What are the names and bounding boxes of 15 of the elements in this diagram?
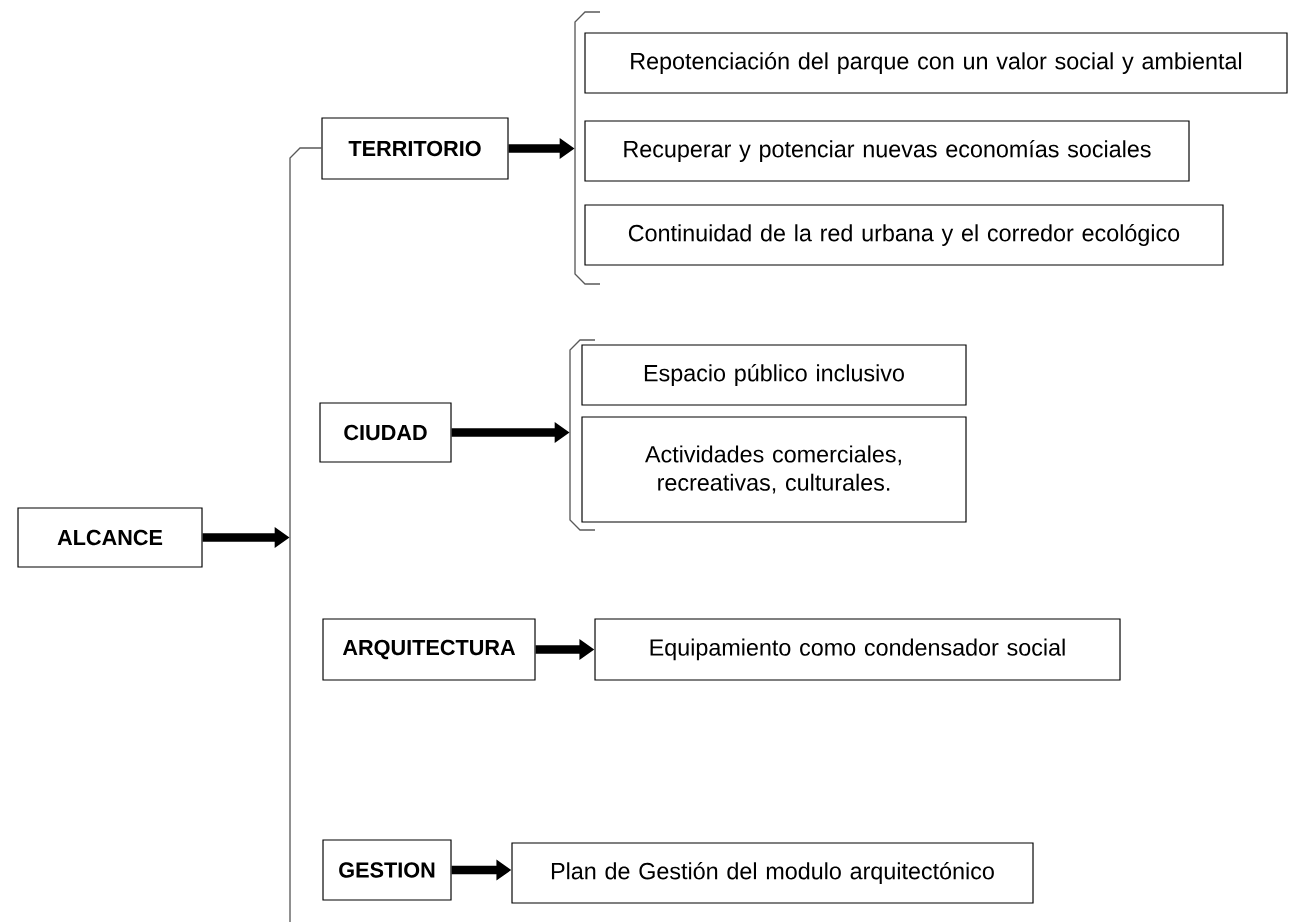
heading-box: CIUDAD xyxy=(319,402,452,463)
text-box: Espacio público inclusivo xyxy=(581,344,967,406)
text-box: Actividades comerciales, recreativas, culturales. xyxy=(581,416,967,523)
text-box: Plan de Gestión del modulo arquitectónico xyxy=(511,842,1034,904)
text-box: Recuperar y potenciar nuevas economías sociales xyxy=(584,120,1190,182)
heading-box: ALCANCE xyxy=(17,507,203,568)
text-box: Equipamiento como condensador social xyxy=(594,618,1121,681)
text-box: Repotenciación del parque con un valor social y ambiental xyxy=(584,32,1288,94)
heading-box: GESTION xyxy=(322,839,452,901)
curly-bracket xyxy=(569,339,596,531)
curly-bracket xyxy=(289,147,323,922)
curly-bracket xyxy=(574,11,601,285)
text-box: Continuidad de la red urbana y el corredor ecológico xyxy=(584,204,1224,266)
heading-box: ARQUITECTURA xyxy=(322,618,536,681)
heading-box: TERRITORIO xyxy=(321,117,509,180)
